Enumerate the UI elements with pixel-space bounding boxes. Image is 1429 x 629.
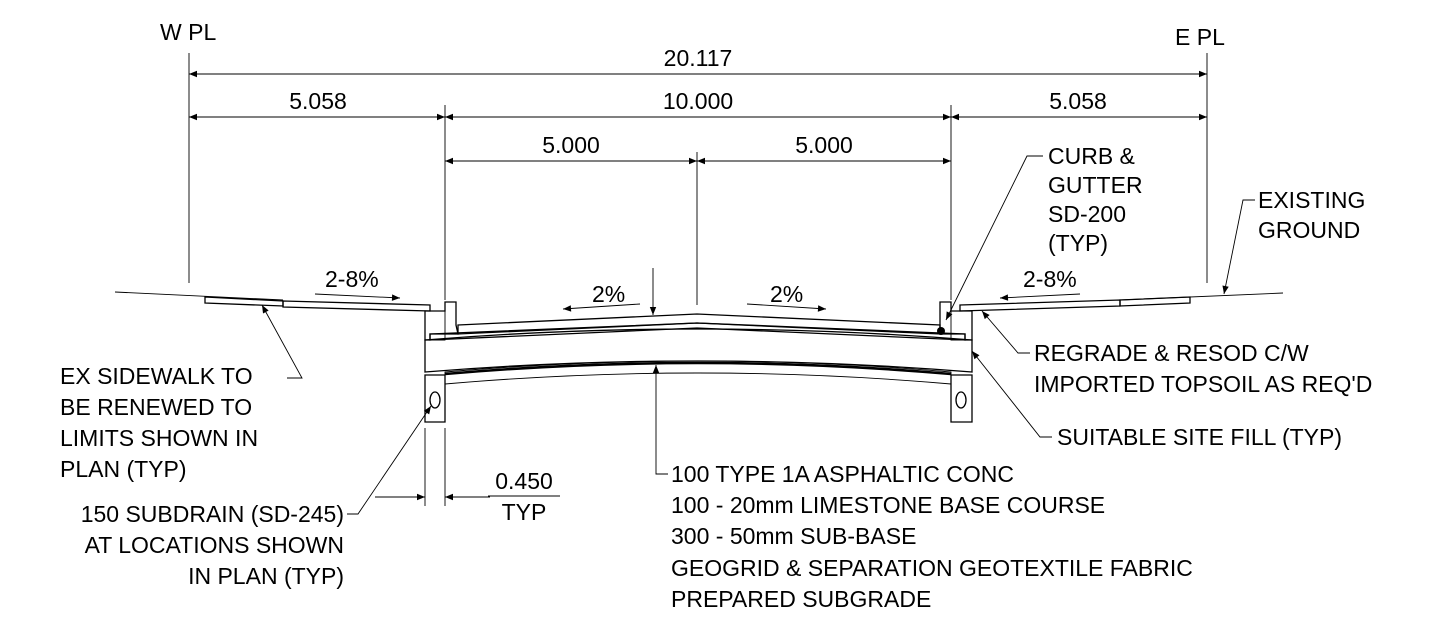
site-fill-label: SUITABLE SITE FILL (TYP): [1057, 424, 1342, 450]
existing-label-2: GROUND: [1258, 217, 1360, 243]
slope-arrow-left-boulevard: [314, 293, 401, 301]
pavement-leader: [652, 365, 668, 475]
subdrain-trench-east: [950, 374, 973, 423]
curb-east: [939, 301, 973, 341]
curb-label-1: CURB &: [1048, 143, 1135, 169]
e-pl-label: E PL: [1175, 24, 1225, 50]
regrade-leader: [981, 310, 1030, 354]
dim-right-text: 5.058: [1049, 88, 1107, 114]
sub-base-layer: [424, 328, 973, 373]
subdrain-label-1: 150 SUBDRAIN (SD-245): [81, 501, 344, 527]
boulevard-topsoil-west: [282, 300, 431, 312]
layer-label-4: GEOGRID & SEPARATION GEOTEXTILE FABRIC: [671, 555, 1193, 581]
site-fill-leader: [971, 350, 1052, 438]
subdrain-pipe-east: [955, 391, 967, 409]
regrade-label-2: IMPORTED TOPSOIL AS REQ'D: [1034, 371, 1372, 397]
offset-typ-text: TYP: [502, 499, 547, 525]
curb-leader-dot: [937, 327, 945, 335]
regrade-label-1: REGRADE & RESOD C/W: [1034, 340, 1309, 366]
layer-label-1: 100 TYPE 1A ASPHALTIC CONC: [671, 461, 1014, 487]
site-fill-west: [424, 310, 446, 341]
subdrain-pipe-west: [429, 391, 441, 409]
sidewalk-label-1: EX SIDEWALK TO: [60, 363, 253, 389]
existing-ground-west: [114, 291, 284, 301]
slope-right-boulevard-text: 2-8%: [1023, 266, 1077, 292]
boulevard-topsoil-east: [959, 299, 1121, 312]
layer-label-2: 100 - 20mm LIMESTONE BASE COURSE: [671, 492, 1105, 518]
subdrain-label-2: AT LOCATIONS SHOWN: [85, 532, 344, 558]
offset-dim-text: 0.450: [495, 468, 553, 494]
site-fill-east: [950, 310, 973, 341]
subdrain-trench-west: [424, 374, 446, 423]
slope-arrow-left-road: [562, 303, 641, 312]
slope-arrow-right-boulevard: [999, 293, 1081, 301]
asphalt-layer: [457, 313, 941, 335]
dim-left-text: 5.058: [289, 88, 347, 114]
curb-label-4: (TYP): [1048, 230, 1108, 256]
existing-sidewalk-east: [1119, 296, 1191, 307]
dim-total-text: 20.117: [664, 45, 733, 71]
curb-label-2: GUTTER: [1048, 172, 1143, 198]
sidewalk-label-4: PLAN (TYP): [60, 456, 187, 482]
sidewalk-leader: [261, 304, 303, 379]
layer-label-3: 300 - 50mm SUB-BASE: [671, 523, 916, 549]
curb-west: [424, 301, 459, 341]
curb-label-3: SD-200: [1048, 201, 1126, 227]
curb-leader: [945, 155, 1043, 321]
existing-label-1: EXISTING: [1258, 187, 1365, 213]
dim-center-text: 10.000: [663, 88, 733, 114]
layer-label-5: PREPARED SUBGRADE: [671, 586, 931, 612]
existing-ground-leader: [1222, 199, 1255, 295]
subgrade-layer: [444, 360, 952, 385]
slope-arrow-right-road: [746, 303, 827, 312]
dim-half-left-text: 5.000: [542, 132, 600, 158]
sidewalk-label-3: LIMITS SHOWN IN: [60, 425, 258, 451]
w-pl-label: W PL: [160, 19, 216, 45]
dim-half-right-text: 5.000: [795, 132, 853, 158]
existing-sidewalk-west: [204, 296, 284, 307]
geogrid-fabric-line: [444, 361, 952, 376]
slope-left-road-text: 2%: [592, 281, 625, 307]
subdrain-label-3: IN PLAN (TYP): [188, 563, 344, 589]
sidewalk-label-2: BE RENEWED TO: [60, 394, 252, 420]
subdrain-leader: [347, 405, 432, 515]
slope-left-boulevard-text: 2-8%: [325, 266, 379, 292]
slope-right-road-text: 2%: [770, 281, 803, 307]
